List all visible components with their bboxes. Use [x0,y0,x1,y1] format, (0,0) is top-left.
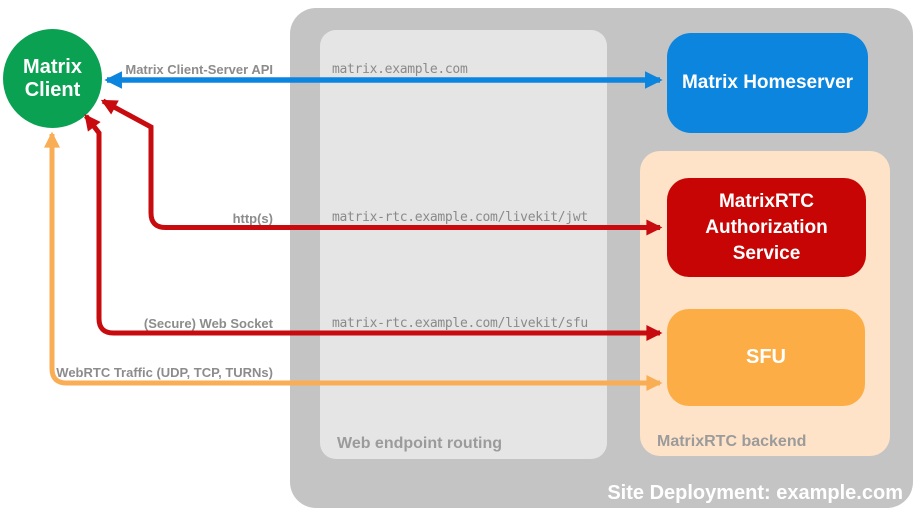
web-endpoint-routing-label: Web endpoint routing [337,435,503,452]
site-deployment-label: Site Deployment: example.com [607,482,903,504]
matrix-homeserver-label: Matrix Homeserver [681,72,854,93]
label-client-server-api: Matrix Client-Server API [125,62,273,77]
matrixrtc-authorization-service-label: MatrixRTC Authorization Service [705,190,828,264]
matrix-client-label: Matrix Client [23,55,82,101]
label-webrtc-traffic: WebRTC Traffic (UDP, TCP, TURNs) [56,365,273,380]
matrixrtc-authorization-service-node: MatrixRTC Authorization Service [667,178,866,277]
matrixrtc-backend-label: MatrixRTC backend [657,433,807,450]
sfu-label: SFU [746,346,786,368]
endpoint-livekit-jwt: matrix-rtc.example.com/livekit/jwt [332,210,588,225]
label-secure-web-socket: (Secure) Web Socket [143,316,273,331]
web-endpoint-routing-container: Web endpoint routing [320,30,607,459]
matrix-homeserver-node: Matrix Homeserver [667,33,868,133]
endpoint-matrix-domain: matrix.example.com [332,62,468,77]
label-https: http(s) [232,211,273,226]
endpoint-livekit-sfu: matrix-rtc.example.com/livekit/sfu [332,316,588,331]
sfu-node: SFU [667,309,865,406]
matrix-client-node: Matrix Client [3,29,102,128]
